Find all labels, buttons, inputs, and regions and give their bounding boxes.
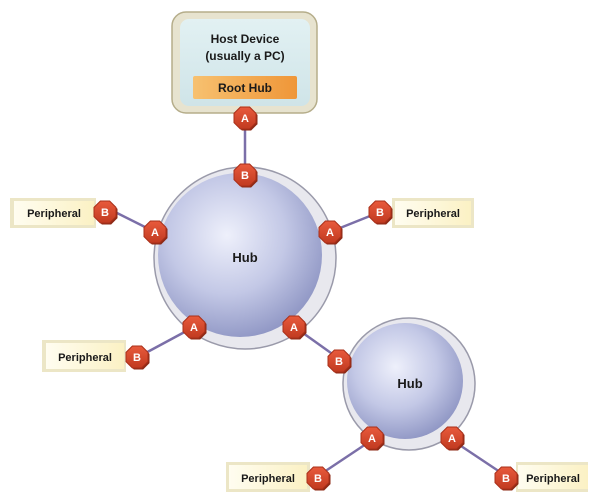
connector-a-hub-left-label: A bbox=[151, 227, 159, 239]
hub-main-label: Hub bbox=[232, 250, 257, 265]
host-title-line1: Host Device bbox=[211, 32, 280, 46]
root-hub-label: Root Hub bbox=[218, 81, 272, 95]
connector-a-host: A bbox=[233, 106, 258, 131]
host-title-line2: (usually a PC) bbox=[205, 49, 284, 63]
connector-a-hub-right-label: A bbox=[326, 227, 334, 239]
connector-a-hub-lowleft-label: A bbox=[190, 322, 198, 334]
connector-b-lowleft-peri: B bbox=[125, 345, 150, 370]
hub-secondary: Hub bbox=[342, 317, 476, 451]
connector-a-hub-lowleft: A bbox=[182, 315, 207, 340]
peripheral-bottom-left: Peripheral bbox=[226, 462, 310, 492]
hub2-to-peripheral-left-line bbox=[317, 438, 373, 478]
connector-a-hub-lowright-label: A bbox=[290, 322, 298, 334]
connectors: A B B A A B A B A B A A B B bbox=[93, 106, 519, 491]
connector-b-right-peri-label: B bbox=[376, 207, 384, 219]
connector-b-left-peri-label: B bbox=[101, 207, 109, 219]
connector-b-hub2-top: B bbox=[327, 349, 352, 374]
peripheral-left-label: Peripheral bbox=[27, 208, 81, 220]
connector-b-hub-top: B bbox=[233, 163, 258, 188]
peripheral-bottom-right-label: Peripheral bbox=[526, 473, 580, 485]
connector-a-hub-right: A bbox=[318, 220, 343, 245]
connector-b-bottomright-peri: B bbox=[494, 466, 519, 491]
peripheral-right: Peripheral bbox=[392, 198, 474, 228]
connector-a-hub2-right-label: A bbox=[448, 433, 456, 445]
peripheral-lower-left-label: Peripheral bbox=[58, 352, 112, 364]
connector-b-hub2-top-label: B bbox=[335, 356, 343, 368]
peripheral-lower-left: Peripheral bbox=[42, 340, 126, 372]
peripheral-left: Peripheral bbox=[10, 198, 96, 228]
connector-b-bottomright-peri-label: B bbox=[502, 473, 510, 485]
connector-a-host-label: A bbox=[241, 113, 249, 125]
connector-b-bottomleft-peri-label: B bbox=[314, 473, 322, 485]
root-hub-box bbox=[193, 76, 297, 99]
connector-a-hub2-left: A bbox=[360, 426, 385, 451]
peripheral-bottom-right: Peripheral bbox=[516, 462, 588, 492]
connector-a-hub-left: A bbox=[143, 220, 168, 245]
hub-to-lower-peripheral-line bbox=[139, 326, 193, 358]
connector-b-right-peri: B bbox=[368, 200, 393, 225]
connector-b-hub-top-label: B bbox=[241, 170, 249, 182]
peripheral-bottom-left-label: Peripheral bbox=[241, 473, 295, 485]
hub-secondary-label: Hub bbox=[397, 376, 422, 391]
connector-b-bottomleft-peri: B bbox=[306, 466, 331, 491]
connector-b-lowleft-peri-label: B bbox=[133, 352, 141, 364]
connector-b-left-peri: B bbox=[93, 200, 118, 225]
connector-a-hub-lowright: A bbox=[282, 315, 307, 340]
host-device: Host Device (usually a PC) Root Hub bbox=[171, 11, 318, 114]
peripheral-right-label: Peripheral bbox=[406, 208, 460, 220]
connector-a-hub2-left-label: A bbox=[368, 433, 376, 445]
connector-a-hub2-right: A bbox=[440, 426, 465, 451]
hub-main: Hub bbox=[153, 166, 337, 350]
